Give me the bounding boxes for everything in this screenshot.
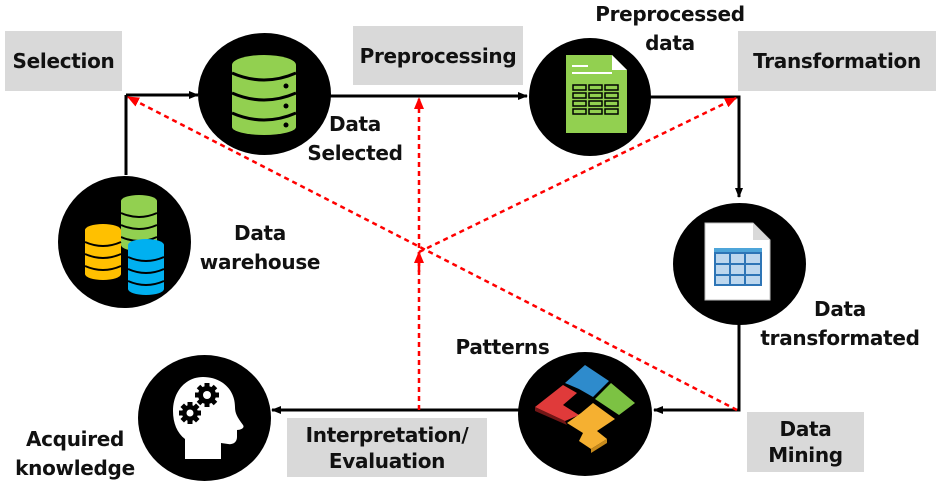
- stage-data-mining[interactable]: Data Mining: [747, 412, 864, 472]
- stage-data-mining-line1: Data: [779, 417, 832, 441]
- feedback-to-selection: [127, 95, 738, 412]
- label-acquired-knowledge-line1: Acquired: [25, 427, 125, 451]
- stage-interpretation-line1: Interpretation/: [305, 422, 469, 447]
- label-preprocessed-data-line1: Preprocessed: [595, 2, 745, 26]
- stage-data-mining-line2: Mining: [768, 443, 843, 467]
- head-gears-icon: [173, 377, 244, 459]
- node-preprocessed-data[interactable]: [529, 38, 651, 156]
- label-data-selected: Data Selected: [300, 110, 410, 168]
- label-preprocessed-data: Preprocessed data: [585, 0, 755, 58]
- label-data-warehouse-line1: Data: [234, 221, 286, 245]
- stage-transformation[interactable]: Transformation: [738, 31, 936, 91]
- label-patterns-line1: Patterns: [455, 335, 550, 359]
- node-data-warehouse[interactable]: [58, 176, 191, 308]
- label-data-warehouse: Data warehouse: [190, 219, 330, 277]
- label-data-warehouse-line2: warehouse: [199, 250, 321, 274]
- label-acquired-knowledge-line2: knowledge: [15, 456, 135, 480]
- stage-interpretation-line2: Evaluation: [328, 448, 446, 473]
- stage-interpretation[interactable]: Interpretation/ Evaluation: [287, 418, 487, 477]
- stage-preprocessing-label: Preprocessing: [359, 43, 517, 68]
- gear-icon: [179, 402, 201, 424]
- flow-preprocessed-to-transformation: [650, 95, 743, 198]
- stage-transformation-label: Transformation: [753, 49, 921, 73]
- label-acquired-knowledge: Acquired knowledge: [10, 425, 140, 483]
- stage-preprocessing[interactable]: Preprocessing: [353, 26, 523, 85]
- node-data-selected[interactable]: [198, 33, 331, 155]
- feedback-to-transformation: [418, 96, 737, 254]
- node-patterns[interactable]: [518, 352, 652, 476]
- node-acquired-knowledge[interactable]: [138, 355, 271, 481]
- flow-transformated-to-mining: [653, 318, 741, 414]
- label-data-selected-line1: Data: [329, 112, 381, 136]
- spreadsheet-icon: [566, 55, 627, 133]
- node-data-transformated[interactable]: [673, 203, 806, 325]
- gear-icon: [195, 383, 219, 407]
- table-document-icon: [704, 222, 771, 301]
- label-preprocessed-data-line2: data: [645, 31, 695, 55]
- label-patterns: Patterns: [445, 333, 560, 362]
- label-data-selected-line2: Selected: [307, 141, 403, 165]
- database-icon: [231, 55, 297, 135]
- label-data-transformated-line1: Data: [814, 297, 866, 321]
- stage-selection[interactable]: Selection: [5, 31, 122, 91]
- label-data-transformated-line2: transformated: [760, 326, 920, 350]
- puzzle-icon: [535, 365, 635, 453]
- database-stack-icon: [84, 195, 165, 295]
- stage-selection-label: Selection: [12, 49, 115, 73]
- label-data-transformated: Data transformated: [750, 295, 930, 353]
